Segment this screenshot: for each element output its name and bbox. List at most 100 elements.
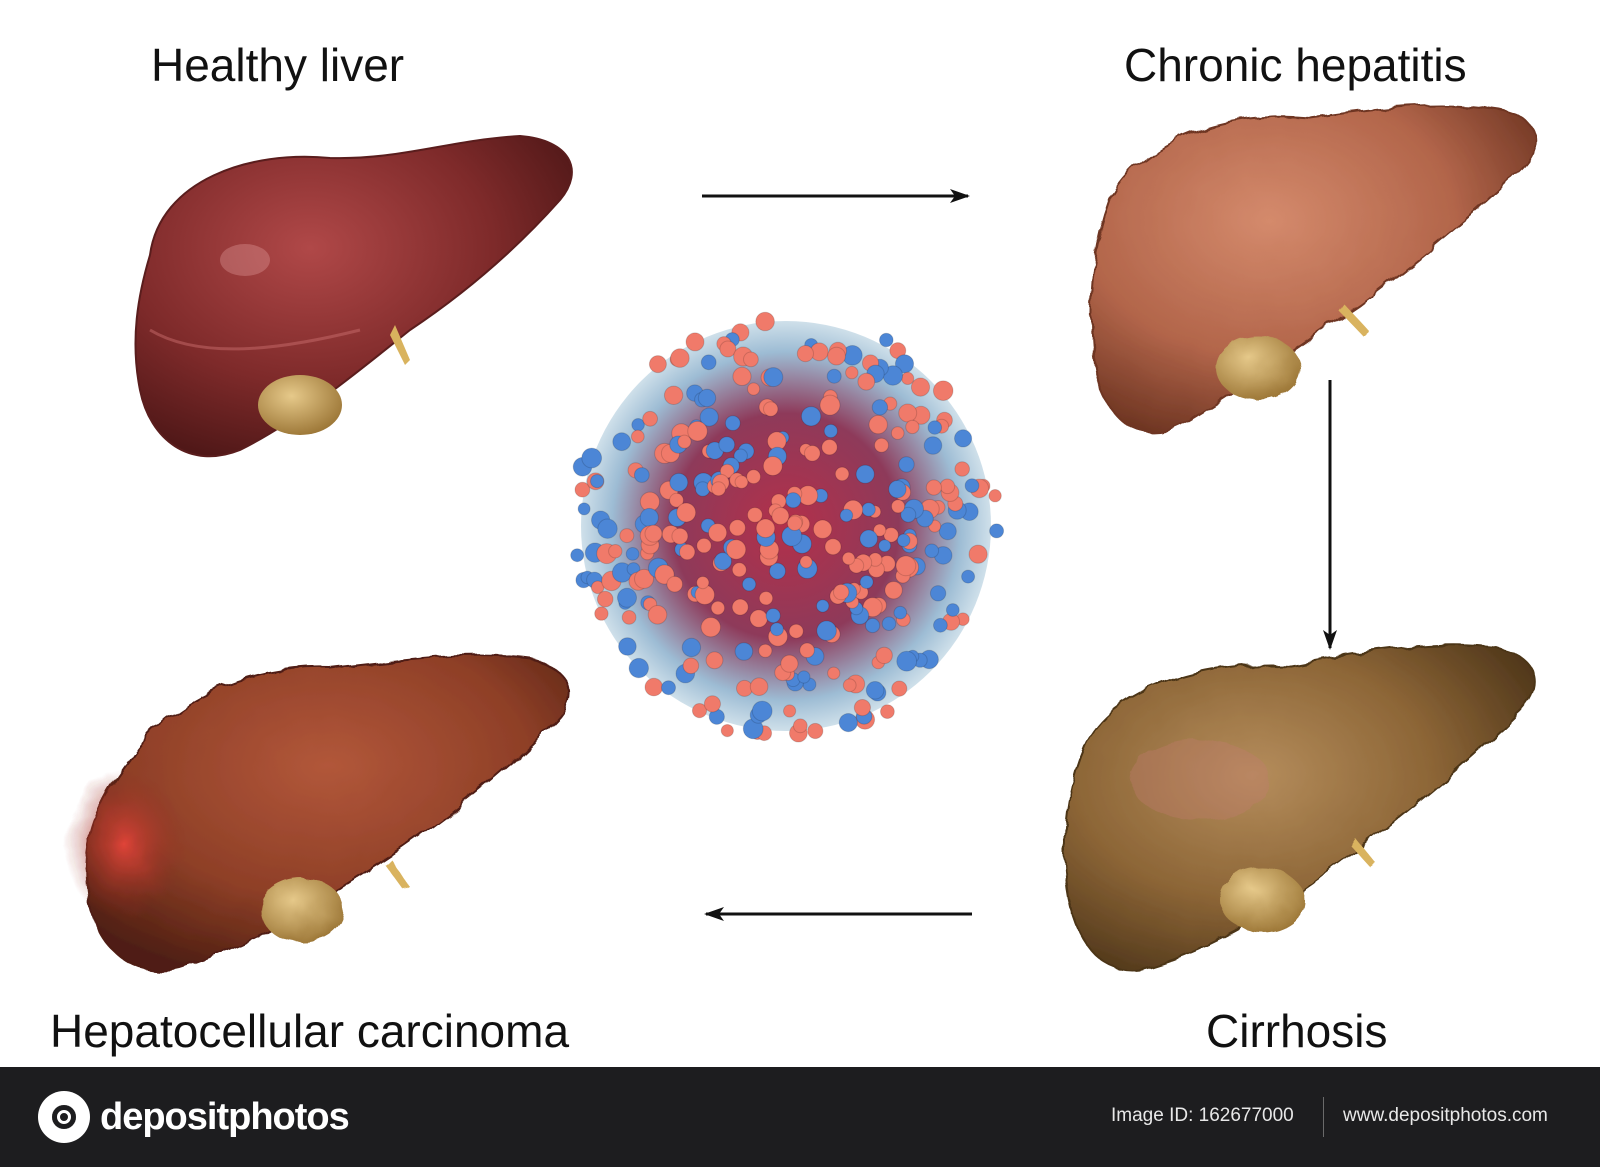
diagram-canvas: Healthy liver Chronic hepatitis Hepatoce…	[50, 39, 1537, 1057]
virus-spike	[988, 489, 1002, 503]
virus-spike	[749, 609, 768, 628]
virus-spike	[785, 492, 802, 509]
virus-spike	[939, 478, 956, 495]
virus-spike	[747, 507, 763, 523]
virus-spike	[816, 599, 830, 613]
virus-spike	[884, 581, 903, 600]
hepatitis-virus-illustration	[570, 311, 1005, 743]
virus-spike	[669, 472, 689, 492]
virus-spike	[824, 538, 842, 556]
virus-spike	[964, 478, 980, 494]
virus-spike	[634, 568, 654, 589]
virus-spike	[933, 617, 948, 633]
virus-spike	[577, 502, 591, 516]
virus-spike	[896, 650, 918, 672]
virus-spike	[574, 481, 591, 498]
virus-spike	[758, 591, 774, 606]
virus-spike	[724, 415, 741, 432]
virus-spike	[905, 419, 920, 435]
virus-spike	[859, 575, 874, 589]
virus-spike	[749, 677, 769, 697]
virus-spike	[861, 502, 876, 517]
virus-spike	[630, 429, 645, 444]
virus-spike	[932, 380, 954, 402]
virus-spike	[751, 700, 773, 722]
virus-spike	[879, 332, 894, 348]
label-hepatocellular-carcinoma: Hepatocellular carcinoma	[50, 1005, 570, 1057]
site-url-link[interactable]: www.depositphotos.com	[1343, 1105, 1548, 1126]
hcc-liver-illustration	[65, 654, 570, 972]
virus-spike	[746, 469, 761, 485]
virus-spike	[873, 523, 887, 537]
brand-logo-link[interactable]: depositphotos	[38, 1089, 350, 1145]
virus-spike	[845, 365, 859, 380]
virus-spike	[676, 502, 697, 523]
virus-spike	[612, 432, 632, 452]
virus-spike	[898, 403, 918, 423]
virus-spike	[710, 600, 726, 616]
virus-spike	[648, 355, 667, 374]
virus-spike	[617, 587, 637, 608]
virus-spike	[734, 642, 754, 661]
virus-spike	[780, 654, 799, 673]
chronic-hepatitis-liver-illustration	[1089, 104, 1537, 433]
virus-spike	[954, 429, 973, 448]
virus-spike	[827, 346, 846, 366]
virus-spike	[719, 340, 737, 358]
virus-spike	[590, 474, 605, 489]
virus-spike	[661, 680, 676, 696]
virus-spike	[910, 377, 931, 397]
virus-spike	[945, 603, 960, 617]
virus-spike	[771, 507, 790, 525]
virus-spike	[859, 529, 879, 549]
virus-spike	[669, 492, 684, 508]
virus-spike	[763, 367, 784, 388]
virus-spike	[901, 371, 915, 385]
virus-spike	[713, 552, 733, 571]
virus-spike	[812, 519, 833, 539]
footer-divider	[1323, 1097, 1324, 1137]
virus-spike	[796, 345, 815, 363]
virus-spike	[883, 527, 899, 543]
virus-spike	[833, 583, 850, 601]
virus-spike	[826, 368, 842, 384]
virus-spike	[880, 704, 895, 719]
virus-spike	[700, 617, 721, 638]
virus-spike	[800, 406, 822, 427]
virus-spike	[891, 499, 906, 514]
virus-spike	[881, 616, 897, 632]
virus-spike	[875, 646, 893, 665]
virus-spike	[687, 420, 708, 442]
virus-spike	[642, 410, 658, 427]
virus-spike	[799, 642, 815, 659]
illustration-layer	[65, 104, 1537, 972]
virus-spike	[743, 351, 759, 368]
image-id: Image ID: 162677000	[1111, 1105, 1294, 1126]
label-healthy-liver: Healthy liver	[151, 39, 405, 91]
virus-spike	[895, 555, 917, 577]
virus-spike	[728, 519, 746, 537]
virus-spike	[703, 695, 722, 713]
brand-name: depositphotos	[100, 1095, 350, 1138]
virus-spike	[733, 448, 748, 463]
virus-spike	[871, 399, 889, 416]
virus-spike	[888, 480, 907, 499]
virus-spike	[989, 523, 1005, 539]
virus-spike	[924, 543, 940, 559]
virus-spike	[696, 537, 712, 554]
virus-spike	[755, 311, 775, 332]
virus-spike	[691, 703, 708, 719]
virus-spike	[898, 456, 915, 473]
virus-spike	[758, 643, 773, 658]
virus-spike	[570, 548, 585, 563]
virus-spike	[769, 562, 786, 580]
virus-spike	[685, 332, 705, 352]
virus-spike	[792, 718, 808, 734]
virus-spike	[765, 608, 781, 624]
virus-spike	[894, 354, 915, 374]
virus-spike	[799, 555, 813, 569]
virus-spike	[628, 657, 649, 679]
virus-spike	[838, 713, 858, 733]
label-chronic-hepatitis: Chronic hepatitis	[1124, 39, 1467, 91]
virus-spike	[900, 506, 917, 523]
